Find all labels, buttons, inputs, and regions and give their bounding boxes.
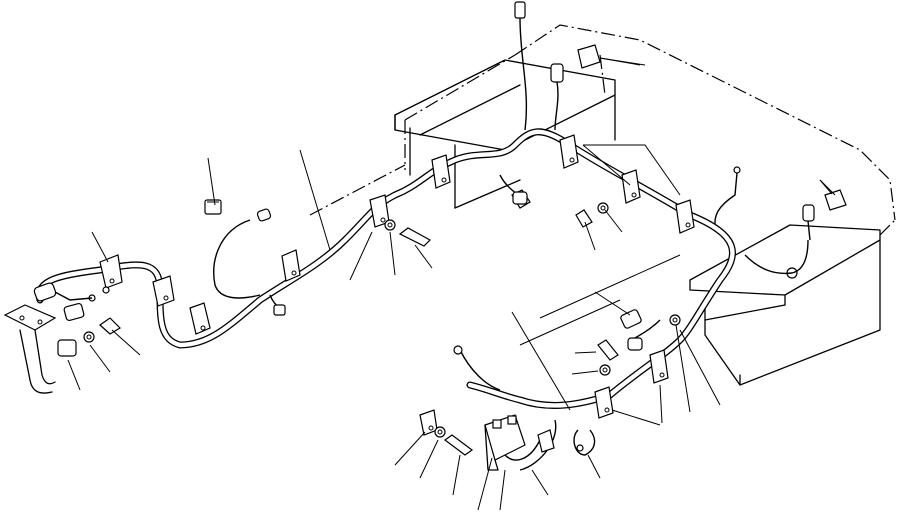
- left-battery: [394, 59, 616, 209]
- washers: [83, 202, 681, 438]
- right-battery: [689, 224, 881, 386]
- relay-block: [484, 414, 526, 471]
- leader-lines: [67, 57, 833, 511]
- connectors: [33, 191, 643, 456]
- battery-box-outline: [309, 24, 896, 236]
- branch-harness: [213, 174, 661, 471]
- mounting-bracket: [3, 304, 57, 394]
- left-battery-terminal: [514, 1, 641, 131]
- harness-clamps: [99, 134, 695, 453]
- right-battery-terminal: [714, 166, 847, 279]
